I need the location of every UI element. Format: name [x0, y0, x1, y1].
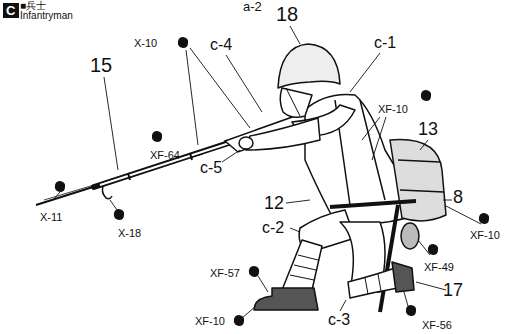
section-heading: ■兵士 — [20, 1, 46, 11]
soldier-body — [239, 44, 446, 312]
leader-line — [350, 53, 380, 92]
callout-number: 8 — [453, 188, 463, 206]
bayonet — [36, 186, 96, 205]
callout-number: 18 — [276, 4, 298, 24]
leader-line — [340, 300, 346, 311]
paint-code: XF-49 — [424, 262, 454, 273]
paint-code: XF-57 — [210, 268, 240, 279]
leader-line — [404, 292, 408, 306]
front-shin — [282, 240, 322, 290]
paint-marker — [55, 181, 65, 192]
left-arm — [246, 118, 320, 150]
front-boot — [254, 288, 318, 310]
paint-code: XF-56 — [422, 320, 452, 331]
helmet — [278, 44, 340, 88]
part-label: c-1 — [374, 35, 396, 51]
section-heading: a-2 — [243, 0, 262, 13]
paint-marker — [114, 209, 124, 220]
part-label: c-3 — [328, 312, 350, 328]
leader-line — [446, 206, 481, 224]
paint-marker — [421, 90, 431, 101]
leader-line — [420, 140, 428, 150]
leader-line — [290, 228, 300, 232]
backpack-strap — [398, 160, 444, 192]
belt — [330, 201, 416, 207]
callout-number: 12 — [264, 194, 284, 212]
paint-code: XF-64 — [150, 150, 180, 161]
paint-marker — [152, 131, 162, 142]
section-badge: C — [3, 3, 19, 18]
part-label: c-4 — [210, 37, 232, 53]
paint-code: XF-10 — [470, 230, 500, 241]
leader-line — [186, 50, 198, 145]
leader-line — [222, 150, 240, 162]
paint-marker — [234, 315, 244, 326]
puttee-stripe — [365, 274, 381, 294]
puttee-stripe — [290, 255, 318, 280]
leader-line — [372, 117, 386, 160]
rear-shin — [348, 268, 398, 298]
paint-code: X-18 — [118, 228, 141, 239]
leader-line — [110, 200, 117, 210]
paint-code: X-11 — [40, 212, 62, 223]
canteen — [401, 223, 419, 249]
part-label: c-2 — [262, 220, 284, 236]
face — [280, 88, 312, 117]
paint-code: XF-10 — [378, 104, 408, 115]
paint-marker — [178, 37, 188, 48]
paint-marker — [249, 266, 259, 277]
callout-number: 17 — [443, 281, 463, 299]
rifle-barrel-highlight — [100, 137, 248, 185]
leader-line — [192, 154, 203, 157]
chin-strap — [286, 88, 300, 116]
rifle-barrel — [94, 136, 250, 187]
paint-marker — [406, 305, 416, 316]
leader-line — [443, 200, 452, 201]
paint-code: XF-10 — [195, 316, 225, 327]
paint-code: X-10 — [134, 38, 157, 49]
leader-line — [286, 200, 310, 203]
section-letter: C — [6, 3, 15, 18]
leader-line — [362, 117, 380, 140]
part-label: c-5 — [200, 160, 222, 176]
rifle — [36, 110, 318, 205]
bayonet-edge — [44, 185, 94, 200]
rear-boot — [392, 262, 414, 292]
leader-line — [54, 192, 60, 199]
callout-number: 13 — [418, 120, 438, 138]
hand — [239, 137, 253, 149]
leader-line — [258, 276, 268, 292]
paint-marker — [479, 213, 489, 224]
leader-line — [416, 282, 446, 290]
section-heading: Infantryman — [20, 11, 73, 21]
leader-line — [290, 26, 300, 44]
leader-line — [242, 306, 256, 318]
leader-line — [190, 48, 250, 128]
leader-line — [104, 77, 118, 170]
callout-number: 15 — [90, 55, 112, 75]
paint-marker — [428, 244, 438, 255]
